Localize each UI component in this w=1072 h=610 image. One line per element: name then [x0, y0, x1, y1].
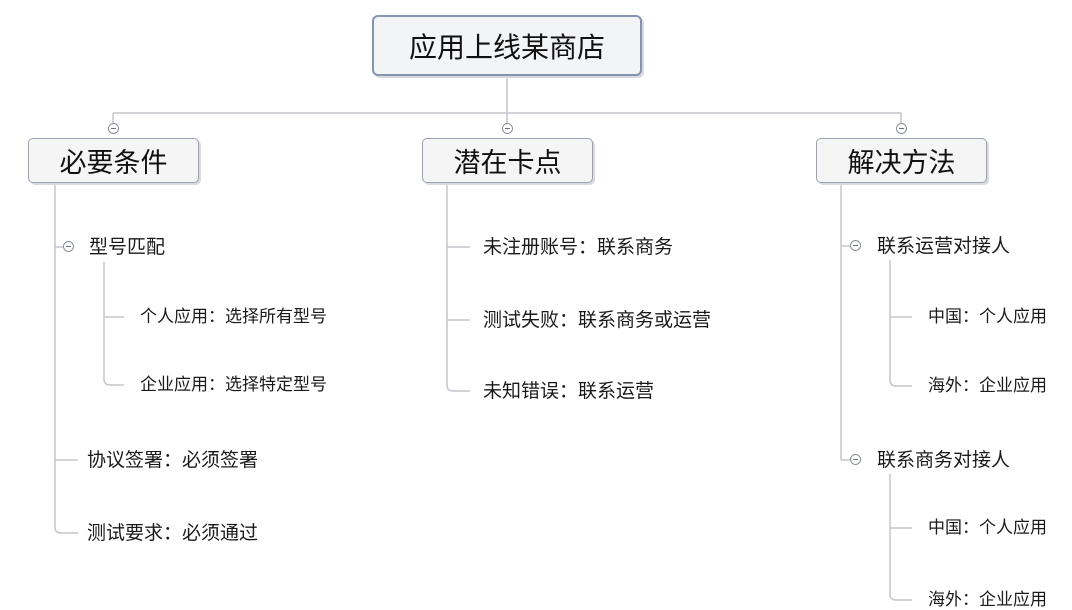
node-unknown-error[interactable]: 未知错误：联系运营 — [483, 380, 655, 402]
node-unregistered-account[interactable]: 未注册账号：联系商务 — [483, 236, 674, 258]
collapse-toggle-icon[interactable] — [502, 123, 513, 134]
connector-branch-1-trunk — [54, 183, 78, 534]
node-testing-requirements[interactable]: 测试要求：必须通过 — [87, 522, 259, 544]
branch-topic-blockers[interactable]: 潜在卡点 — [422, 138, 593, 183]
branch-topic-solutions[interactable]: 解决方法 — [816, 138, 987, 183]
connector-branch-3-subtrunk-1 — [889, 260, 912, 387]
collapse-toggle-icon[interactable] — [896, 123, 907, 134]
collapse-toggle-icon[interactable] — [63, 241, 74, 252]
connector-branch-1-subtrunk — [103, 262, 124, 386]
collapse-toggle-icon[interactable] — [108, 123, 119, 134]
connector-branch-3-subtrunk-2 — [889, 474, 912, 601]
node-model-matching[interactable]: 型号匹配 — [89, 236, 166, 258]
branch-topic-requirements[interactable]: 必要条件 — [28, 138, 199, 183]
leaf-enterprise-app-models[interactable]: 企业应用：选择特定型号 — [140, 375, 327, 395]
collapse-toggle-icon[interactable] — [850, 240, 861, 251]
node-agreement-signing[interactable]: 协议签署：必须签署 — [87, 449, 259, 471]
leaf-china-personal-app-2[interactable]: 中国：个人应用 — [928, 518, 1047, 538]
leaf-personal-app-models[interactable]: 个人应用：选择所有型号 — [140, 307, 327, 327]
leaf-china-personal-app-1[interactable]: 中国：个人应用 — [928, 307, 1047, 327]
root-topic[interactable]: 应用上线某商店 — [372, 15, 642, 76]
node-operations-contact[interactable]: 联系运营对接人 — [877, 235, 1011, 257]
node-test-failure[interactable]: 测试失败：联系商务或运营 — [483, 309, 712, 331]
leaf-overseas-enterprise-app-2[interactable]: 海外：企业应用 — [928, 590, 1047, 610]
connector-branch-2-trunk — [446, 183, 470, 392]
node-business-contact[interactable]: 联系商务对接人 — [877, 449, 1011, 471]
leaf-overseas-enterprise-app-1[interactable]: 海外：企业应用 — [928, 376, 1047, 396]
collapse-toggle-icon[interactable] — [850, 454, 861, 465]
